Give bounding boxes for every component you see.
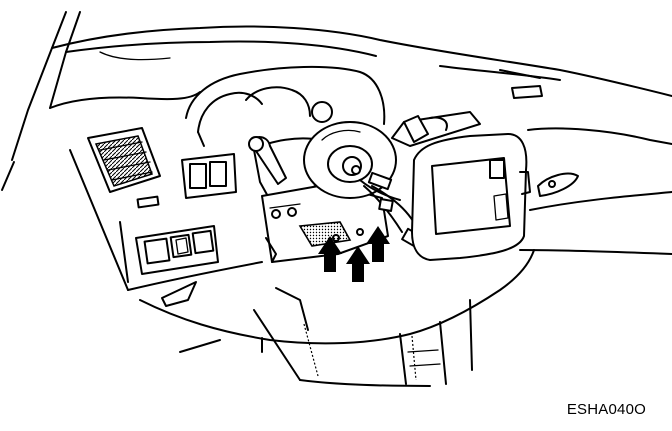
right-dashboard: [519, 127, 672, 255]
lower-left-panel: [69, 149, 263, 307]
a-pillar: [1, 11, 81, 191]
lower-console: [139, 249, 535, 387]
up-arrow-icon: [366, 226, 390, 262]
arrow-group: [318, 226, 390, 282]
dashboard-top: [49, 25, 672, 109]
up-arrow-icon: [346, 246, 370, 282]
right-lever: [391, 111, 481, 147]
clock-spring: [303, 121, 423, 249]
instrument-cluster-hood: [185, 65, 386, 147]
center-display-unit: [411, 133, 531, 261]
hazard-switch-panel: [181, 153, 237, 199]
left-air-vent: [87, 127, 161, 209]
up-arrow-icon: [318, 236, 342, 272]
figure-code-label: ESHA040O: [566, 401, 646, 418]
combination-switch-housing: [248, 136, 389, 263]
